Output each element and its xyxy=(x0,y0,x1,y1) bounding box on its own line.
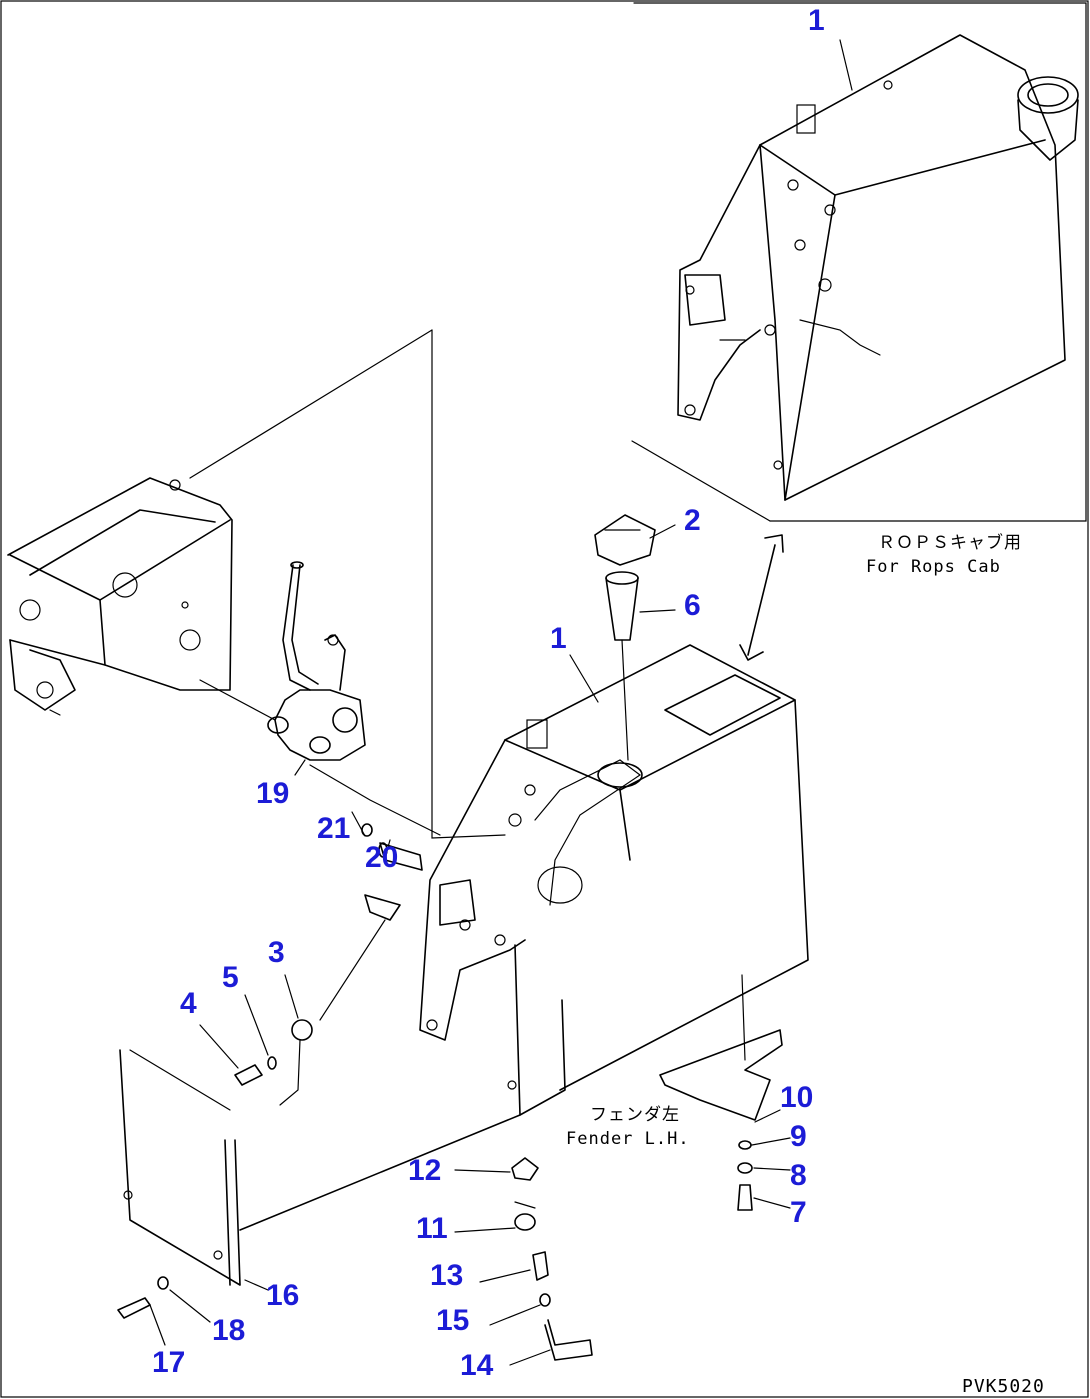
drain-cock-parts xyxy=(511,1157,593,1361)
callout-12: 12 xyxy=(408,1154,441,1187)
callout-17: 17 xyxy=(152,1346,185,1379)
note-rops-en: For Rops Cab xyxy=(866,557,1001,577)
callout-7: 7 xyxy=(790,1196,807,1229)
filler-cap-and-strainer xyxy=(594,514,656,788)
bracket-and-bolt xyxy=(659,974,783,1211)
callout-2: 2 xyxy=(684,504,701,537)
alternate-arrow xyxy=(739,534,784,661)
note-rops-jp: ＲＯＰＳキャブ用 xyxy=(878,532,1022,553)
leader-lines xyxy=(149,39,853,1366)
callout-21: 21 xyxy=(317,812,350,845)
callout-1-inset: 1 xyxy=(808,4,825,37)
callout-14: 14 xyxy=(460,1349,494,1382)
bolt-and-washer-lower xyxy=(117,1276,169,1319)
callout-16: 16 xyxy=(266,1279,299,1312)
callout-8: 8 xyxy=(790,1159,807,1192)
callout-6: 6 xyxy=(684,589,701,622)
notes: ＲＯＰＳキャブ用 For Rops Cab フェンダ左 Fender L.H. … xyxy=(566,532,1045,1397)
hydraulic-tank-left xyxy=(7,329,506,839)
callout-10: 10 xyxy=(780,1081,813,1114)
callout-20: 20 xyxy=(365,841,398,874)
figure-code: PVK5020 xyxy=(962,1376,1045,1397)
note-fender-jp: フェンダ左 xyxy=(590,1105,680,1125)
callout-13: 13 xyxy=(430,1259,463,1292)
callout-11: 11 xyxy=(416,1212,448,1245)
callout-1-main: 1 xyxy=(550,622,567,655)
callout-4: 4 xyxy=(180,987,197,1020)
inset-rops-cab-tank xyxy=(631,2,1087,522)
drain-valve-parts xyxy=(234,894,401,1106)
callout-15: 15 xyxy=(436,1304,469,1337)
note-fender-en: Fender L.H. xyxy=(566,1129,690,1149)
callout-3: 3 xyxy=(268,936,285,969)
valve-assembly xyxy=(267,561,441,836)
callout-18: 18 xyxy=(212,1314,245,1347)
callout-9: 9 xyxy=(790,1120,807,1153)
callouts: 1 2 1 6 19 21 20 3 5 4 10 9 8 7 12 11 13… xyxy=(152,4,825,1382)
fuel-tank-main xyxy=(119,644,809,1286)
callout-19: 19 xyxy=(256,777,289,810)
callout-5: 5 xyxy=(222,961,239,994)
